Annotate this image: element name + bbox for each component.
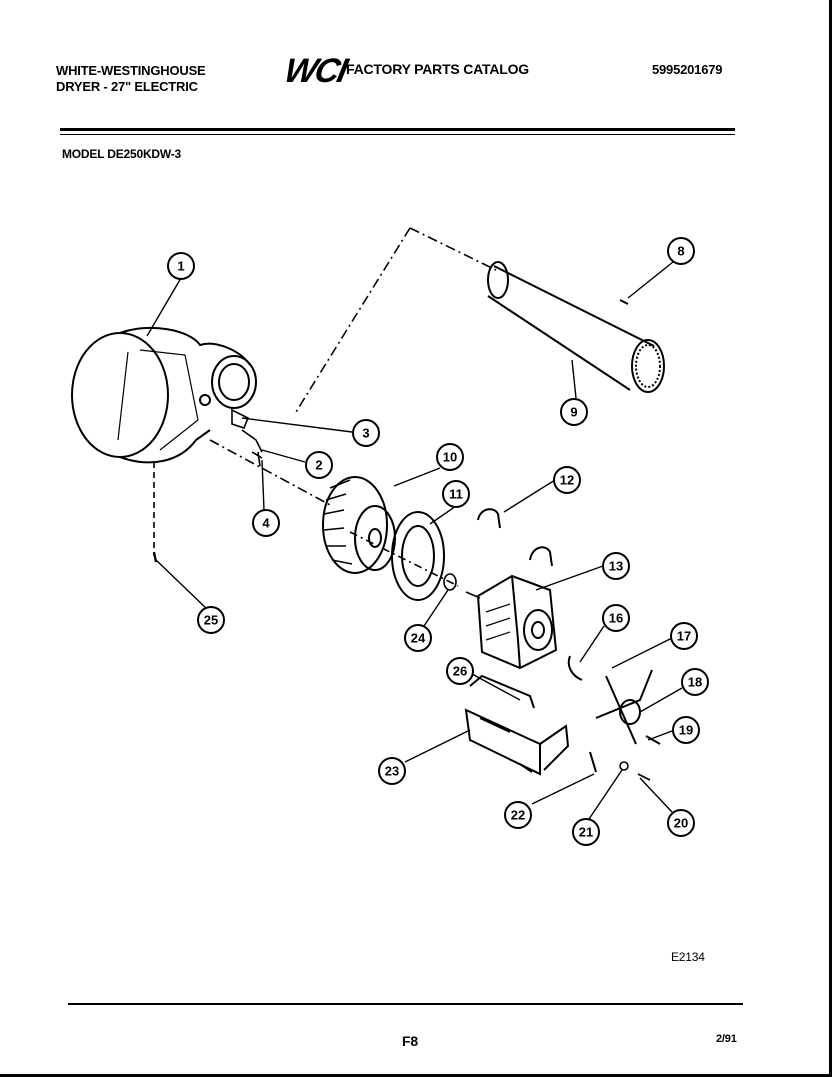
- callout-16: 16: [609, 611, 623, 626]
- motor-clip: [477, 508, 501, 529]
- leader-line: [295, 227, 411, 413]
- callout-19: 19: [679, 723, 693, 738]
- callout-12: 12: [560, 473, 574, 488]
- callout-26: 26: [453, 664, 467, 679]
- catalog-number: 5995201679: [652, 62, 723, 77]
- callout-13: 13: [609, 559, 623, 574]
- header-rule-thin: [60, 134, 735, 135]
- mount-screw: [152, 551, 158, 563]
- footer-rule: [68, 1003, 743, 1005]
- callout-17: 17: [677, 629, 691, 644]
- screw-part: [257, 451, 261, 467]
- page-number: F8: [402, 1033, 418, 1049]
- motor-shaft: [465, 591, 481, 599]
- diagram-code: E2134: [671, 950, 705, 964]
- callout-23: 23: [385, 764, 399, 779]
- revision-date: 2/91: [716, 1033, 737, 1045]
- callout-11: 11: [449, 487, 463, 502]
- callout-22: 22: [511, 808, 525, 823]
- idler-bolt: [645, 735, 661, 745]
- leader-line: [349, 531, 459, 587]
- idler-assembly: [595, 669, 653, 745]
- motor-mount: [464, 674, 570, 776]
- thermostat-part: [231, 408, 250, 429]
- callout-1: 1: [177, 259, 184, 274]
- screw-part: [637, 773, 651, 781]
- model-label: MODEL DE250KDW-3: [62, 147, 182, 161]
- exhaust-duct: [487, 261, 665, 393]
- callout-8: 8: [677, 244, 684, 259]
- clip-part: [241, 429, 263, 459]
- callout-9: 9: [570, 405, 577, 420]
- catalog-title: FACTORY PARTS CATALOG: [346, 61, 529, 77]
- switch-spring: [567, 655, 583, 681]
- washer-part: [443, 573, 457, 591]
- callout-3: 3: [362, 426, 369, 441]
- leader-line: [209, 439, 333, 507]
- product-line: DRYER - 27" ELECTRIC: [56, 79, 198, 94]
- header-rule-thick: [60, 128, 735, 131]
- nut-part: [619, 761, 629, 771]
- callout-24: 24: [411, 631, 426, 646]
- callout-circles: [167, 237, 709, 846]
- motor-clip: [529, 546, 553, 567]
- brand-block: WHITE-WESTINGHOUSE DRYER - 27" ELECTRIC: [56, 63, 206, 95]
- blower-housing: [71, 326, 257, 464]
- idler-spring: [589, 751, 597, 773]
- callout-leaders: [146, 261, 683, 823]
- callout-18: 18: [688, 675, 702, 690]
- drive-plate: [391, 511, 445, 601]
- leader-line: [409, 227, 497, 271]
- duct-screw: [619, 299, 629, 305]
- callout-4: 4: [262, 516, 270, 531]
- brand-name: WHITE-WESTINGHOUSE: [56, 63, 206, 78]
- callout-25: 25: [204, 613, 218, 628]
- blower-wheel: [322, 476, 396, 574]
- callout-2: 2: [315, 458, 322, 473]
- callout-20: 20: [674, 816, 688, 831]
- drive-motor: [476, 574, 558, 670]
- callout-21: 21: [579, 825, 593, 840]
- callout-10: 10: [443, 450, 457, 465]
